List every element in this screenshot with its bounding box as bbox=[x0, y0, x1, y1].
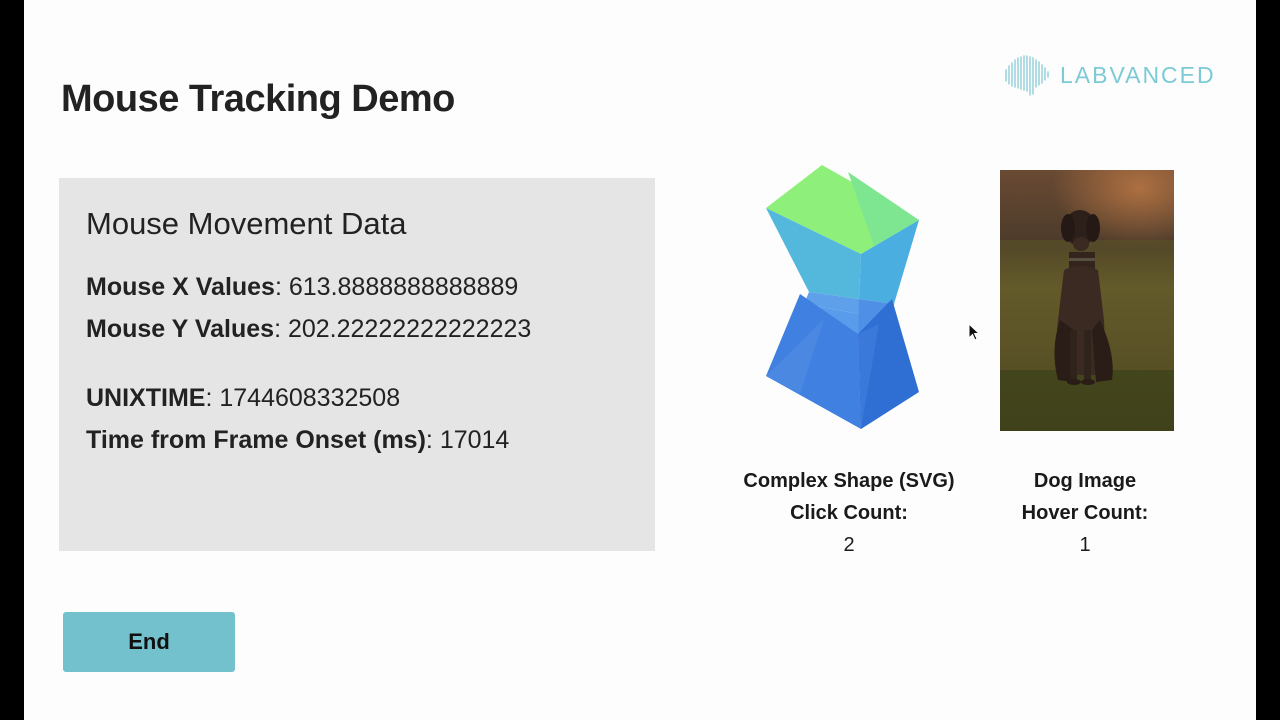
end-button[interactable]: End bbox=[63, 612, 235, 672]
complex-shape-svg[interactable] bbox=[764, 164, 922, 432]
dog-photo-icon bbox=[1000, 170, 1174, 431]
unixtime-row: UNIXTIME: 1744608332508 bbox=[86, 384, 401, 412]
page-title: Mouse Tracking Demo bbox=[61, 78, 455, 120]
dog-hover-count: 1 bbox=[1079, 534, 1091, 556]
logo-text: LABVANCED bbox=[1060, 61, 1216, 88]
mouse-x-value: 613.8888888888889 bbox=[288, 273, 519, 301]
soundwave-logo-icon bbox=[1005, 55, 1049, 96]
dog-caption-label: Hover Count: bbox=[1021, 502, 1149, 524]
dog-caption-title: Dog Image bbox=[1033, 470, 1137, 492]
mouse-y-row: Mouse Y Values: 202.22222222222223 bbox=[86, 315, 532, 343]
hourglass-shape-icon[interactable] bbox=[764, 164, 922, 432]
labvanced-logo: LABVANCED bbox=[1004, 54, 1216, 96]
dog-image[interactable] bbox=[1000, 170, 1174, 431]
shape-click-count: 2 bbox=[843, 534, 855, 556]
frame-onset-value: 17014 bbox=[439, 426, 510, 454]
mouse-data-panel: Mouse Movement Data Mouse X Values: 613.… bbox=[59, 178, 655, 551]
mouse-cursor-icon bbox=[968, 323, 980, 341]
dog-caption: Dog Image Hover Count: 1 bbox=[965, 465, 1205, 561]
mouse-x-row: Mouse X Values: 613.8888888888889 bbox=[86, 273, 519, 301]
shape-caption: Complex Shape (SVG) Click Count: 2 bbox=[729, 465, 969, 561]
frame-onset-label: Time from Frame Onset (ms) bbox=[86, 426, 426, 454]
shape-caption-title: Complex Shape (SVG) bbox=[743, 470, 955, 492]
unixtime-label: UNIXTIME bbox=[86, 384, 206, 412]
mouse-y-value: 202.22222222222223 bbox=[287, 315, 532, 343]
experiment-frame: Mouse Tracking Demo LABVANCED bbox=[24, 0, 1256, 720]
panel-title: Mouse Movement Data bbox=[86, 206, 407, 241]
mouse-x-label: Mouse X Values bbox=[86, 273, 275, 301]
mouse-y-label: Mouse Y Values bbox=[86, 315, 275, 343]
shape-caption-label: Click Count: bbox=[790, 502, 908, 524]
unixtime-value: 1744608332508 bbox=[219, 384, 401, 412]
frame-onset-row: Time from Frame Onset (ms): 17014 bbox=[86, 426, 510, 454]
